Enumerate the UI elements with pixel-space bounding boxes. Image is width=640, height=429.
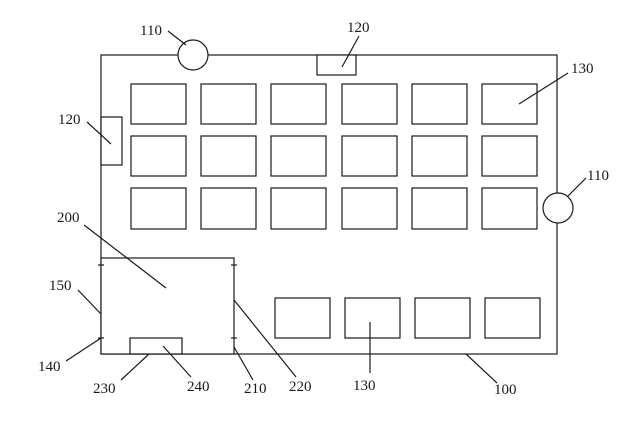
cell-130 — [270, 187, 327, 230]
cell-grid-130 — [130, 83, 538, 230]
cell-130 — [200, 83, 257, 125]
cell-130 — [481, 187, 538, 230]
label-140: 140 — [38, 359, 61, 375]
component-240 — [129, 337, 183, 355]
cell-130 — [270, 135, 327, 177]
cell-130 — [344, 297, 401, 339]
cell-130 — [341, 135, 398, 177]
cell-130 — [274, 297, 331, 339]
leader-lines — [65, 30, 587, 384]
cell-130 — [130, 135, 187, 177]
label-130-bottom: 130 — [353, 378, 376, 394]
port-120-top — [316, 54, 357, 76]
label-110-top: 110 — [140, 23, 162, 39]
cell-130 — [481, 135, 538, 177]
cell-130 — [411, 135, 468, 177]
cell-130 — [270, 83, 327, 125]
cell-130 — [130, 83, 187, 125]
cell-130 — [481, 83, 538, 125]
label-240: 240 — [187, 379, 210, 395]
label-150: 150 — [49, 278, 72, 294]
cell-130 — [484, 297, 541, 339]
cell-130 — [341, 187, 398, 230]
wheel-110-top — [177, 39, 209, 71]
label-100: 100 — [494, 382, 517, 398]
cell-130 — [414, 297, 471, 339]
port-120-left — [100, 116, 123, 166]
label-120-top: 120 — [347, 20, 370, 36]
wheel-110-right — [542, 192, 574, 224]
label-110-right: 110 — [587, 168, 609, 184]
label-200: 200 — [57, 210, 80, 226]
cell-130 — [200, 135, 257, 177]
cell-130 — [130, 187, 187, 230]
cell-130 — [200, 187, 257, 230]
cell-130 — [411, 187, 468, 230]
label-120-left: 120 — [58, 112, 81, 128]
cell-row-130-bottom — [274, 297, 541, 339]
label-210: 210 — [244, 381, 267, 397]
cell-130 — [411, 83, 468, 125]
cell-130 — [341, 83, 398, 125]
label-220: 220 — [289, 379, 312, 395]
label-130-top: 130 — [571, 61, 594, 77]
label-230: 230 — [93, 381, 116, 397]
